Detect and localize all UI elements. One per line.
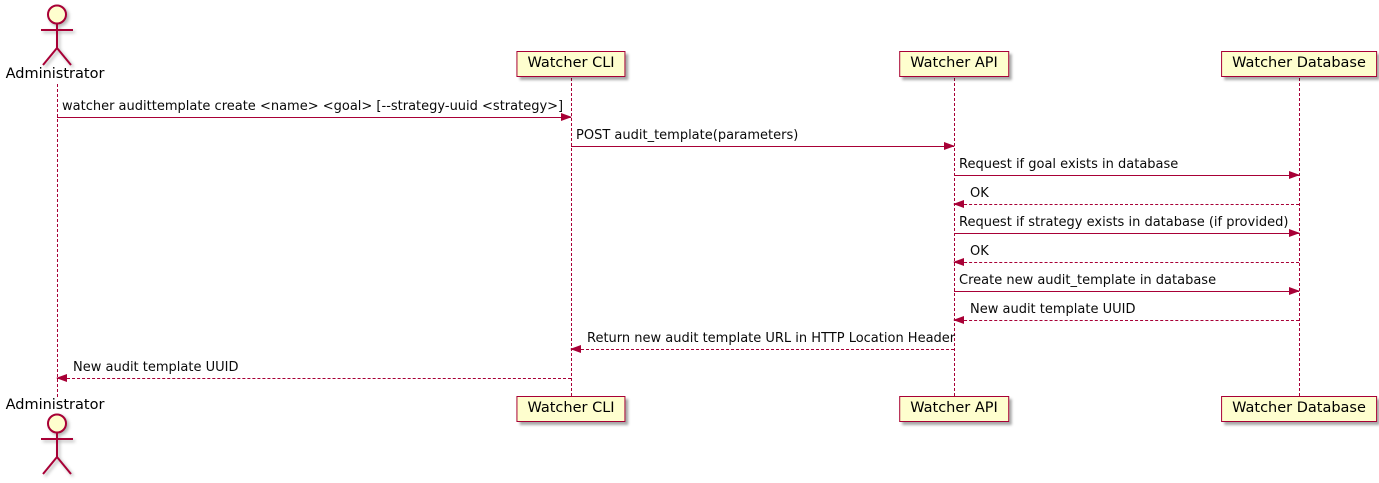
message-ok-strategy: OK xyxy=(953,244,1299,266)
message-label: New audit template UUID xyxy=(970,302,1136,317)
administrator-label-top: Administrator xyxy=(5,66,105,82)
message-new-uuid-from-db: New audit template UUID xyxy=(953,302,1299,324)
arrowhead-left-icon xyxy=(953,316,964,324)
lifeline-watcher-cli xyxy=(571,78,572,396)
participant-watcher-cli-bottom: Watcher CLI xyxy=(516,396,626,422)
message-post-audit-template: POST audit_template(parameters) xyxy=(571,128,955,150)
administrator-label-bottom: Administrator xyxy=(5,397,105,413)
participant-watcher-cli-top: Watcher CLI xyxy=(516,51,626,77)
message-return-url-location-header: Return new audit template URL in HTTP Lo… xyxy=(570,331,956,353)
message-label: POST audit_template(parameters) xyxy=(576,128,799,143)
message-ok-goal: OK xyxy=(953,186,1299,208)
message-new-uuid-to-admin: New audit template UUID xyxy=(56,360,571,382)
message-label: watcher audittemplate create <name> <goa… xyxy=(62,99,564,114)
lifeline-watcher-database xyxy=(1299,78,1300,396)
message-label: Request if goal exists in database xyxy=(959,157,1179,172)
message-request-strategy-exists: Request if strategy exists in database (… xyxy=(954,215,1300,237)
arrowhead-right-icon xyxy=(1289,229,1300,237)
message-request-goal-exists: Request if goal exists in database xyxy=(954,157,1300,179)
lifeline-administrator xyxy=(57,84,58,397)
arrowhead-right-icon xyxy=(561,113,572,121)
arrowhead-right-icon xyxy=(1289,171,1300,179)
message-create-in-database: Create new audit_template in database xyxy=(954,273,1300,295)
administrator-actor-icon xyxy=(41,4,73,66)
message-label: OK xyxy=(970,244,989,259)
participant-watcher-api-bottom: Watcher API xyxy=(899,396,1009,422)
participant-watcher-api-top: Watcher API xyxy=(899,51,1009,77)
arrowhead-left-icon xyxy=(953,200,964,208)
participant-watcher-database-bottom: Watcher Database xyxy=(1221,396,1377,422)
arrowhead-right-icon xyxy=(1289,287,1300,295)
participant-watcher-database-top: Watcher Database xyxy=(1221,51,1377,77)
arrowhead-left-icon xyxy=(953,258,964,266)
message-label: Request if strategy exists in database (… xyxy=(959,215,1289,230)
arrowhead-left-icon xyxy=(570,345,581,353)
message-label: OK xyxy=(970,186,989,201)
message-label: Return new audit template URL in HTTP Lo… xyxy=(587,331,956,346)
message-label: New audit template UUID xyxy=(73,360,239,375)
arrowhead-left-icon xyxy=(56,374,67,382)
message-create-audittemplate: watcher audittemplate create <name> <goa… xyxy=(57,99,572,121)
administrator-actor-icon xyxy=(41,413,73,475)
message-label: Create new audit_template in database xyxy=(959,273,1217,288)
arrowhead-right-icon xyxy=(944,142,955,150)
lifeline-watcher-api xyxy=(954,78,955,396)
